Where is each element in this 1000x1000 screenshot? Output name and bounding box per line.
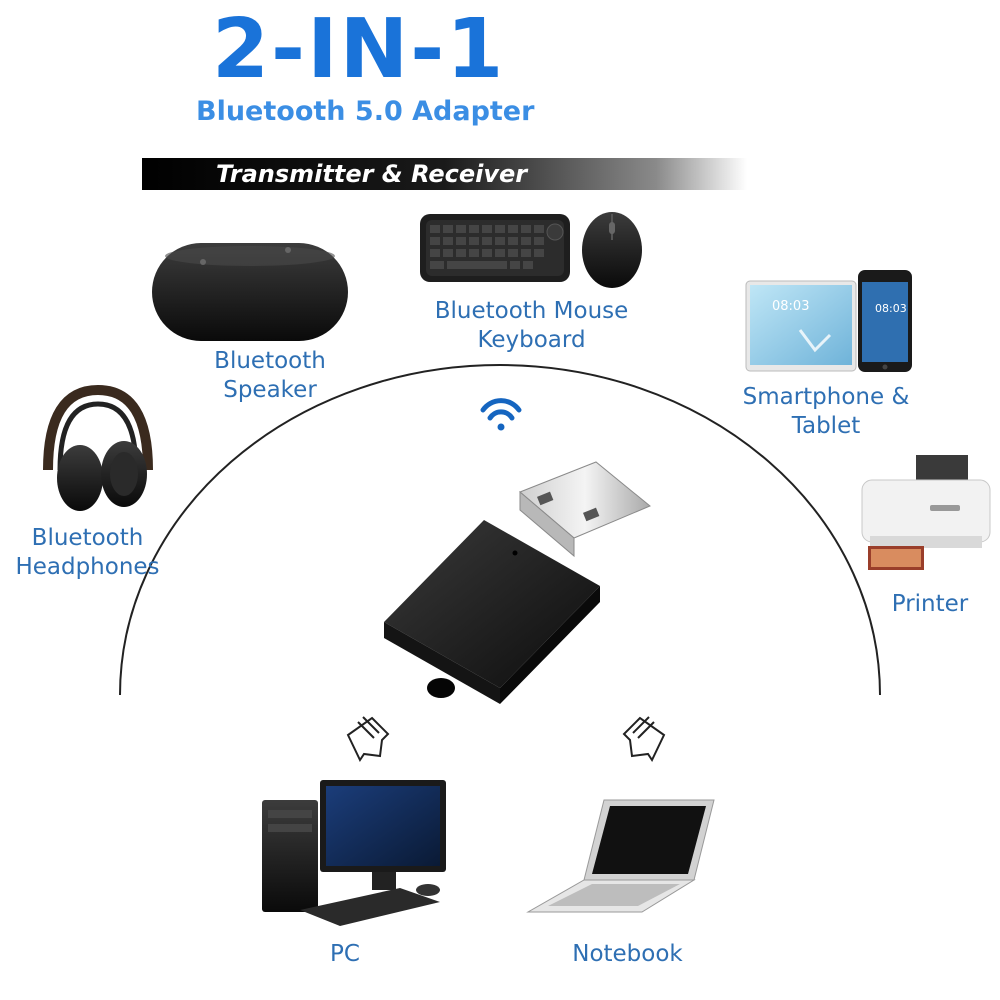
page-subtitle: Bluetooth 5.0 Adapter bbox=[196, 96, 535, 127]
headphones-label-line2: Headphones bbox=[15, 554, 160, 580]
keyboard-mouse-icon bbox=[420, 212, 642, 288]
laptop-icon bbox=[526, 799, 715, 913]
speaker-label-line2: Speaker bbox=[223, 377, 317, 403]
speaker-icon bbox=[152, 243, 348, 341]
banner-text: Transmitter & Receiver bbox=[216, 160, 528, 188]
phone-clock: 08:03 bbox=[875, 302, 907, 315]
banner-bar bbox=[142, 158, 747, 190]
phone-tablet-icon: 08:03 08:03 bbox=[745, 270, 912, 372]
mouse-keyboard-label: Bluetooth Mouse Keyboard bbox=[424, 297, 639, 355]
wifi-icon bbox=[480, 398, 522, 431]
pc-label: PC bbox=[330, 941, 360, 967]
desktop-pc-icon bbox=[262, 780, 446, 926]
notebook-label: Notebook bbox=[572, 941, 683, 967]
page-title: 2-IN-1 bbox=[212, 2, 506, 97]
speaker-label-line1: Bluetooth bbox=[214, 348, 326, 374]
headphones-label: Bluetooth Headphones bbox=[10, 524, 165, 582]
printer-label: Printer bbox=[891, 591, 969, 617]
mouse-keyboard-label-line2: Keyboard bbox=[477, 327, 586, 353]
down-left-arrow-icon bbox=[346, 716, 390, 763]
connection-arc bbox=[119, 364, 881, 696]
phone-tablet-label-line1: Smartphone & bbox=[742, 384, 910, 410]
phone-tablet-label: Smartphone & Tablet bbox=[742, 383, 910, 441]
phone-tablet-label-line2: Tablet bbox=[791, 413, 861, 439]
tablet-clock: 08:03 bbox=[772, 299, 809, 314]
mouse-keyboard-label-line1: Bluetooth Mouse bbox=[434, 298, 629, 324]
headphones-icon bbox=[43, 384, 153, 511]
headphones-label-line1: Bluetooth bbox=[31, 525, 144, 551]
bluetooth-adapter-image bbox=[384, 461, 651, 704]
down-right-arrow-icon bbox=[622, 716, 666, 763]
printer-icon bbox=[861, 455, 991, 570]
speaker-label: Bluetooth Speaker bbox=[205, 347, 335, 405]
